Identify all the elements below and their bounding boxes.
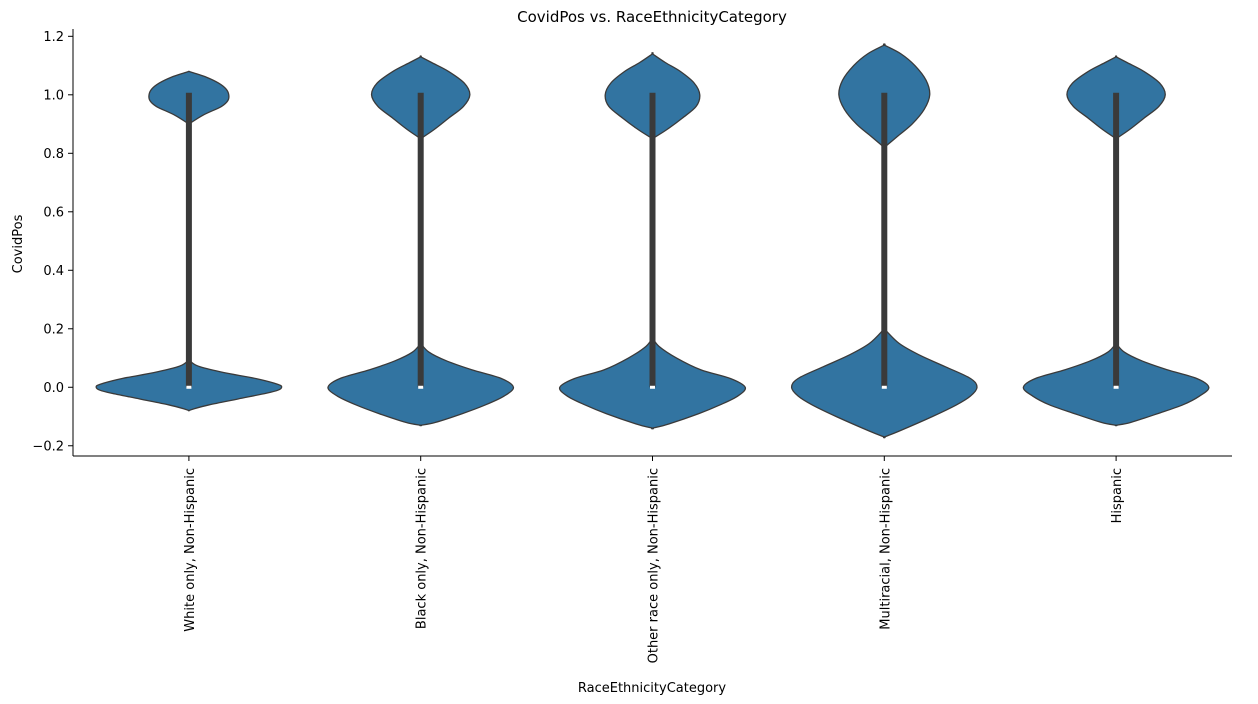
y-tick-label: 1.0 [43,88,64,103]
y-tick-label: −0.2 [32,439,64,454]
violin-group [1022,55,1210,427]
chart-title: CovidPos vs. RaceEthnicityCategory [517,8,787,26]
y-tick-label: 0.2 [43,322,64,337]
violin-median [418,385,424,389]
violin-group [790,43,978,439]
x-tick-label: Hispanic [1110,468,1125,523]
x-tick-label: Other race only, Non-Hispanic [647,468,662,663]
x-tick-label: Multiracial, Non-Hispanic [878,468,893,630]
x-tick-label: Black only, Non-Hispanic [415,468,430,629]
violin-median [1113,385,1119,389]
x-axis-label: RaceEthnicityCategory [578,681,726,696]
y-tick-label: 1.2 [43,30,64,45]
y-tick-label: 0.0 [43,381,64,396]
violin-median [186,385,192,389]
x-tick-label: White only, Non-Hispanic [183,468,198,632]
violin-median [881,385,887,389]
violin-group [558,52,747,430]
y-axis-label: CovidPos [11,214,26,273]
y-tick-label: 0.4 [43,264,64,279]
violin-group [95,70,283,412]
violin-median [650,385,655,389]
y-tick-label: 0.6 [43,205,64,220]
violin-group [327,55,515,427]
y-tick-label: 0.8 [43,147,64,162]
